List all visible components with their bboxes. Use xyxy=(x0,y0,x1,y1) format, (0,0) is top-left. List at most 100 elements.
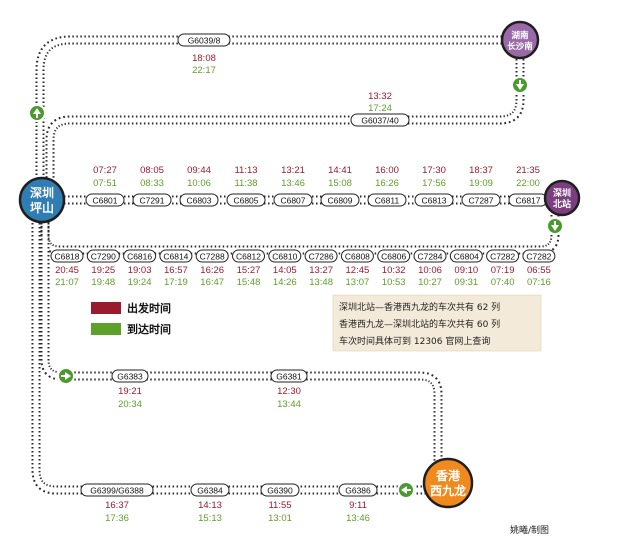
arrive-time: 19:24 xyxy=(128,277,152,288)
train-number: C6812 xyxy=(236,251,261,261)
station-hk-west-kowloon: 香港 西九龙 xyxy=(422,457,474,509)
route-top-inner: 13:32 17:24 G6037/40 xyxy=(350,91,410,127)
route-top-outer: G6039/8 18:08 22:17 xyxy=(177,33,231,76)
train-badge xyxy=(268,249,302,263)
train-number: C6817 xyxy=(515,195,540,205)
train-number: G6381 xyxy=(276,371,302,381)
depart-time: 15:27 xyxy=(237,265,261,276)
depart-time: 09:44 xyxy=(187,165,211,176)
train-number: G6386 xyxy=(345,485,371,495)
legend: 出发时间 到达时间 xyxy=(91,301,171,336)
depart-time: 07:19 xyxy=(491,265,515,276)
train-number: C7290 xyxy=(91,251,116,261)
arrive-time: 19:09 xyxy=(469,178,493,189)
depart-time: 10:06 xyxy=(418,265,442,276)
train-number: C7286 xyxy=(309,251,334,261)
train-badge xyxy=(50,249,84,263)
arrive-time: 15:13 xyxy=(198,513,222,524)
arrive-time: 17:56 xyxy=(422,178,446,189)
depart-time: 19:21 xyxy=(118,386,142,397)
route-row-from-hk-west-kowloon: G6399/G638816:3717:36G638414:1315:13G639… xyxy=(80,483,378,524)
train-badge xyxy=(85,193,125,207)
train-badge xyxy=(273,193,313,207)
arrive-time: 17:19 xyxy=(164,277,188,288)
credit-text: 姚曦/制图 xyxy=(510,524,549,536)
depart-time: 18:37 xyxy=(469,165,493,176)
depart-time: 16:00 xyxy=(375,165,399,176)
arrive-time: 15:08 xyxy=(328,178,352,189)
arrow-right-icon xyxy=(57,367,75,385)
train-number: C6805 xyxy=(233,195,258,205)
train-badge xyxy=(179,193,219,207)
train-badge xyxy=(195,249,229,263)
depart-time: 14:41 xyxy=(328,165,352,176)
train-number: G6383 xyxy=(117,371,143,381)
legend-label-depart: 出发时间 xyxy=(127,301,171,315)
train-number: G6037/40 xyxy=(361,116,399,126)
train-badge xyxy=(111,369,149,383)
station-name: 北站 xyxy=(553,198,571,210)
train-badge xyxy=(340,249,374,263)
train-badge xyxy=(486,249,520,263)
depart-time: 17:30 xyxy=(422,165,446,176)
train-number: C7288 xyxy=(200,251,225,261)
arrive-time: 10:27 xyxy=(418,277,442,288)
depart-time: 06:55 xyxy=(527,265,551,276)
arrive-time: 07:51 xyxy=(93,178,117,189)
note-line: 车次时间具体可到 12306 官网上查询 xyxy=(339,335,490,347)
train-badge xyxy=(270,369,308,383)
train-badge xyxy=(461,193,501,207)
train-badge xyxy=(522,249,556,263)
train-number: G6390 xyxy=(267,485,293,495)
station-shenzhen-pingshan: 深圳 坪山 xyxy=(18,176,66,224)
route-row-to-shenzhen-north: 07:2707:51C680108:0508:33C729109:4410:06… xyxy=(85,165,548,207)
train-number: C6807 xyxy=(280,195,305,205)
arrive-time: 20:34 xyxy=(118,399,142,410)
train-badge xyxy=(123,249,157,263)
arrive-time: 10:06 xyxy=(187,178,211,189)
train-number: C7282 xyxy=(490,251,515,261)
depart-time: 18:08 xyxy=(192,53,216,64)
train-number: G6384 xyxy=(197,485,223,495)
train-number: C7287 xyxy=(468,195,493,205)
station-name: 深圳 xyxy=(30,185,54,200)
train-badge xyxy=(413,249,447,263)
arrive-time: 21:07 xyxy=(55,277,79,288)
depart-time: 12:45 xyxy=(346,265,370,276)
depart-time: 13:32 xyxy=(368,91,392,102)
train-number: C6804 xyxy=(454,251,479,261)
arrive-time: 10:53 xyxy=(382,277,406,288)
train-number: C6809 xyxy=(327,195,352,205)
arrive-time: 14:26 xyxy=(273,277,297,288)
train-badge xyxy=(86,249,120,263)
train-number: G6039/8 xyxy=(188,36,221,46)
train-number: G6399/G6388 xyxy=(90,485,144,495)
train-badge xyxy=(80,483,154,497)
depart-time: 16:37 xyxy=(105,500,129,511)
train-number: C6806 xyxy=(381,251,406,261)
station-name: 湖南 xyxy=(511,30,529,41)
depart-time: 16:57 xyxy=(164,265,188,276)
depart-time: 11:55 xyxy=(268,500,291,511)
depart-time: 08:05 xyxy=(140,165,164,176)
